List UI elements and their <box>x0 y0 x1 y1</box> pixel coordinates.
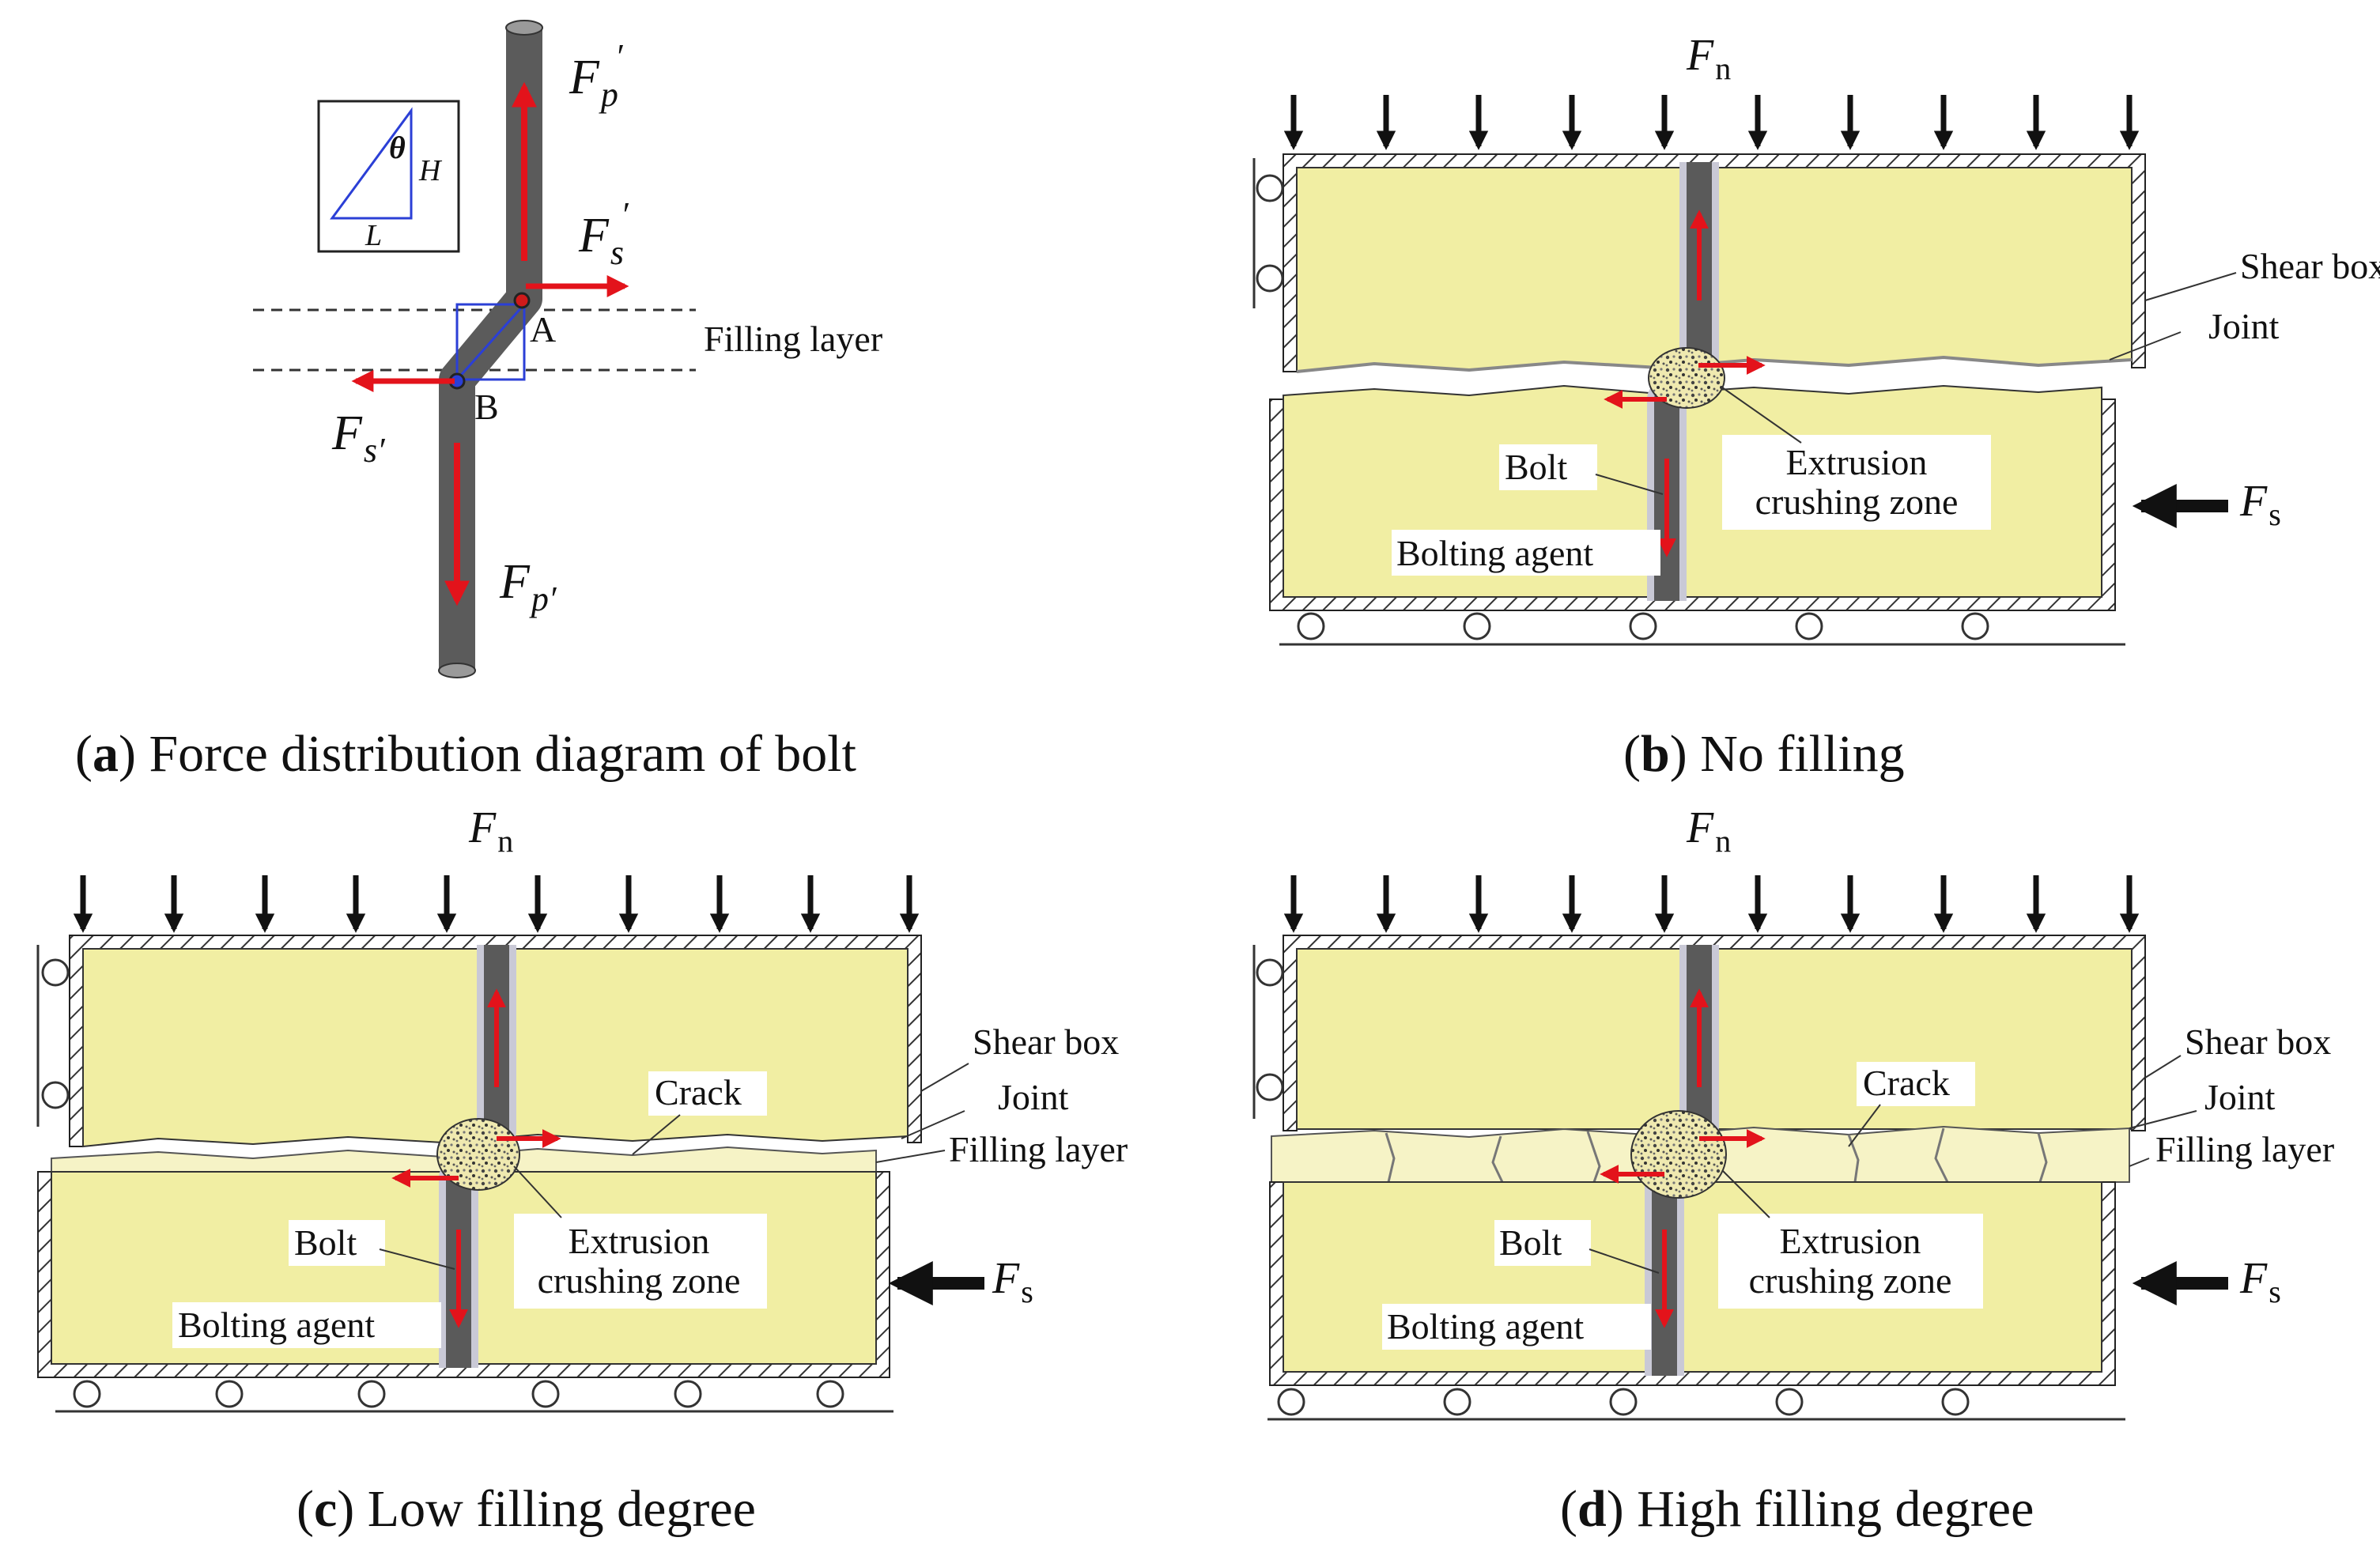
normal-force-arrows <box>1283 875 2140 933</box>
panel-c: Fn <box>36 803 1128 1538</box>
force-fp-top-label: Fp′ <box>569 37 624 114</box>
shear-box-label: Shear box <box>973 1022 1119 1062</box>
filling-layer-label: Filling layer <box>2155 1129 2334 1169</box>
bottom-roller-supports <box>1279 612 2125 646</box>
caption-d: (d) High filling degree <box>1560 1480 2034 1538</box>
inset-l-label: L <box>365 219 382 252</box>
bolt-bottom-end <box>438 663 476 678</box>
left-roller-supports <box>1252 158 1284 308</box>
bolt-top-end <box>505 20 543 36</box>
bolting-agent-label: Bolting agent <box>1387 1306 1584 1347</box>
extrusion-zone <box>1630 1110 1727 1199</box>
bolt-label: Bolt <box>294 1222 357 1263</box>
geometry-inset-triangle <box>330 107 413 220</box>
inset-h-label: H <box>418 154 443 187</box>
shear-box-label: Shear box <box>2240 246 2380 286</box>
point-a-marker <box>513 292 531 309</box>
shear-force-label: Fs <box>2239 1254 2281 1309</box>
filling-layer-label: Filling layer <box>704 319 882 359</box>
deformation-diagonal <box>455 303 526 381</box>
normal-force-label: Fn <box>468 803 513 859</box>
left-roller-supports <box>1252 945 1284 1119</box>
normal-force-arrows <box>73 875 920 933</box>
caption-c: (c) Low filling degree <box>297 1480 756 1538</box>
panel-a: θ H L Filling layer A B Fp′ Fs′ Fs′ <box>75 20 882 783</box>
left-roller-supports <box>36 945 70 1127</box>
panel-d: Fn <box>1252 803 2334 1538</box>
normal-force-label: Fn <box>1686 803 1731 859</box>
bolting-agent-label: Bolting agent <box>178 1305 375 1345</box>
shear-force-label: Fs <box>992 1254 1033 1309</box>
shear-box-label: Shear box <box>2185 1022 2331 1062</box>
filling-layer-label: Filling layer <box>949 1129 1128 1169</box>
normal-force-label: Fn <box>1686 31 1731 86</box>
bottom-roller-supports <box>55 1380 893 1413</box>
caption-a: (a) Force distribution diagram of bolt <box>75 725 856 783</box>
crack-label: Crack <box>1863 1063 1950 1103</box>
deformation-box <box>455 303 526 381</box>
bolt-label: Bolt <box>1499 1222 1562 1263</box>
joint-label: Joint <box>2204 1077 2276 1117</box>
panel-b: Fn <box>1252 31 2380 783</box>
crack-label: Crack <box>655 1072 742 1112</box>
geometry-inset-frame <box>317 100 460 253</box>
point-b-label: B <box>474 387 499 427</box>
force-fs-left-label: Fs′ <box>331 406 386 470</box>
joint-label: Joint <box>998 1077 1069 1117</box>
force-fp-bottom-label: Fp′ <box>499 555 557 618</box>
normal-force-arrows <box>1283 95 2140 150</box>
bolt-label: Bolt <box>1505 447 1567 487</box>
point-a-label: A <box>530 309 556 349</box>
bolting-agent-label: Bolting agent <box>1396 533 1593 573</box>
bottom-roller-supports <box>1267 1388 2125 1421</box>
shear-force-label: Fs <box>2239 477 2281 532</box>
joint-label: Joint <box>2208 306 2280 346</box>
caption-b: (b) No filling <box>1623 725 1905 783</box>
inset-theta-label: θ <box>389 130 406 165</box>
force-fs-right-label: Fs′ <box>578 195 629 272</box>
